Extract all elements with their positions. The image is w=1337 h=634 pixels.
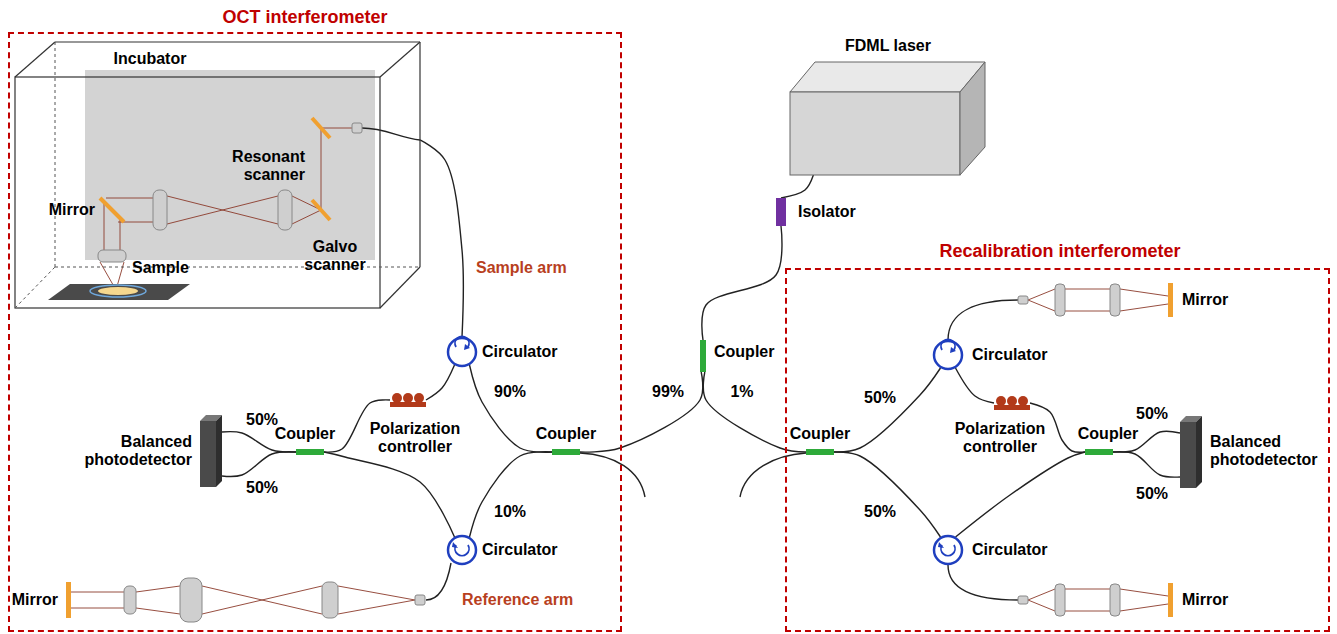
circulator-symbol: Circulator [447, 535, 477, 565]
part-label: Mirror [49, 201, 95, 219]
photodetector-box-outline [1180, 416, 1202, 488]
component-label: Isolator [798, 203, 856, 221]
coupler-symbol-outline [1085, 449, 1113, 455]
part-label: Mirror [12, 591, 58, 609]
component-label: Incubator [114, 50, 187, 68]
part-label: 50% [1136, 485, 1168, 503]
polarization-controller: Polarization controller [994, 396, 1030, 410]
circulator-symbol-outline [447, 535, 477, 565]
part-label: 50% [864, 389, 896, 407]
component-label: Circulator [972, 541, 1048, 559]
part-label: Mirror [1182, 291, 1228, 309]
part-label: 90% [494, 383, 526, 401]
region-title: Recalibration interferometer [939, 241, 1180, 261]
isolator-symbol: Isolator [776, 198, 786, 226]
coupler-symbol: Coupler [700, 340, 706, 372]
component-label: Coupler [790, 425, 850, 443]
polarization-controller-outline [390, 393, 426, 407]
optical-fiber [1113, 452, 1180, 477]
part-label: 50% [1136, 405, 1168, 423]
component-label: Circulator [972, 346, 1048, 364]
beam-lines [71, 128, 1168, 614]
region-frame: IncubatorCirculatorPolarization controll… [8, 32, 622, 632]
optics-board [85, 70, 375, 260]
circulator-symbol-outline [447, 337, 477, 367]
optical-fiber [580, 372, 703, 452]
optical-fiber [222, 452, 296, 477]
component-label: Polarization controller [948, 420, 1053, 456]
optical-fiber [702, 226, 782, 340]
coupler-symbol-outline [806, 449, 834, 455]
polarization-controller-outline [994, 396, 1030, 410]
component-label: Coupler [536, 425, 596, 443]
part-label: Resonant scanner [225, 148, 305, 184]
optical-fiber [781, 175, 813, 198]
coupler-symbol: Coupler [1085, 449, 1113, 455]
coupler-symbol-outline [296, 449, 324, 455]
component-label: Coupler [1078, 425, 1138, 443]
circulator-symbol: Circulator [933, 535, 963, 565]
photodetector-box-outline [200, 415, 222, 487]
part-label: 50% [246, 479, 278, 497]
isolator-symbol-outline [776, 198, 786, 226]
part-label: Galvo scanner [300, 238, 370, 274]
optical-fiber [324, 452, 455, 537]
circulator-symbol-outline [933, 535, 963, 565]
lens [98, 123, 1120, 622]
region-frame: CouplerCirculatorPolarization controller… [785, 268, 1330, 632]
arm-label: Reference arm [462, 591, 573, 609]
coupler-symbol-outline [552, 449, 580, 455]
part-label: 10% [494, 503, 526, 521]
photodetector-box: Balanced photodetector [200, 415, 222, 487]
optical-fiber [426, 365, 455, 400]
part-label: Sample [132, 259, 189, 277]
component-label: Circulator [482, 343, 558, 361]
polarization-controller: Polarization controller [390, 393, 426, 407]
component-label: Polarization controller [363, 420, 468, 456]
mirror-symbol [100, 118, 330, 222]
mirror-symbol [66, 283, 1173, 618]
optical-fiber [470, 452, 553, 537]
laser-box: FDML laser [790, 62, 985, 175]
circulator-symbol: Circulator [447, 337, 477, 367]
sample-stage [48, 284, 190, 300]
part-label: 50% [864, 503, 896, 521]
arm-label: Sample arm [476, 259, 567, 277]
optical-fiber [420, 140, 463, 337]
coupler-symbol: Coupler [552, 449, 580, 455]
circulator-symbol-outline [933, 340, 963, 370]
photodetector-box: Balanced photodetector [1180, 416, 1202, 488]
circulator-symbol: Circulator [933, 340, 963, 370]
part-label: 1% [730, 383, 753, 401]
laser-box-outline [790, 62, 985, 175]
component-label: Balanced photodetector [1210, 433, 1325, 469]
coupler-symbol: Coupler [806, 449, 834, 455]
component-label: Circulator [482, 541, 558, 559]
coupler-symbol-outline [700, 340, 706, 372]
region-title: OCT interferometer [222, 7, 387, 27]
coupler-symbol: Coupler [296, 449, 324, 455]
optical-fiber [956, 452, 1086, 537]
component-label: FDML laser [845, 37, 931, 55]
optical-fiber [956, 368, 995, 403]
optical-fiber [362, 128, 1018, 600]
component-label: Coupler [714, 343, 774, 361]
part-label: 99% [652, 383, 684, 401]
part-label: 50% [246, 411, 278, 429]
component-label: Coupler [275, 425, 335, 443]
part-label: Mirror [1182, 591, 1228, 609]
optical-fiber [834, 452, 941, 537]
component-label: Balanced photodetector [77, 433, 192, 469]
